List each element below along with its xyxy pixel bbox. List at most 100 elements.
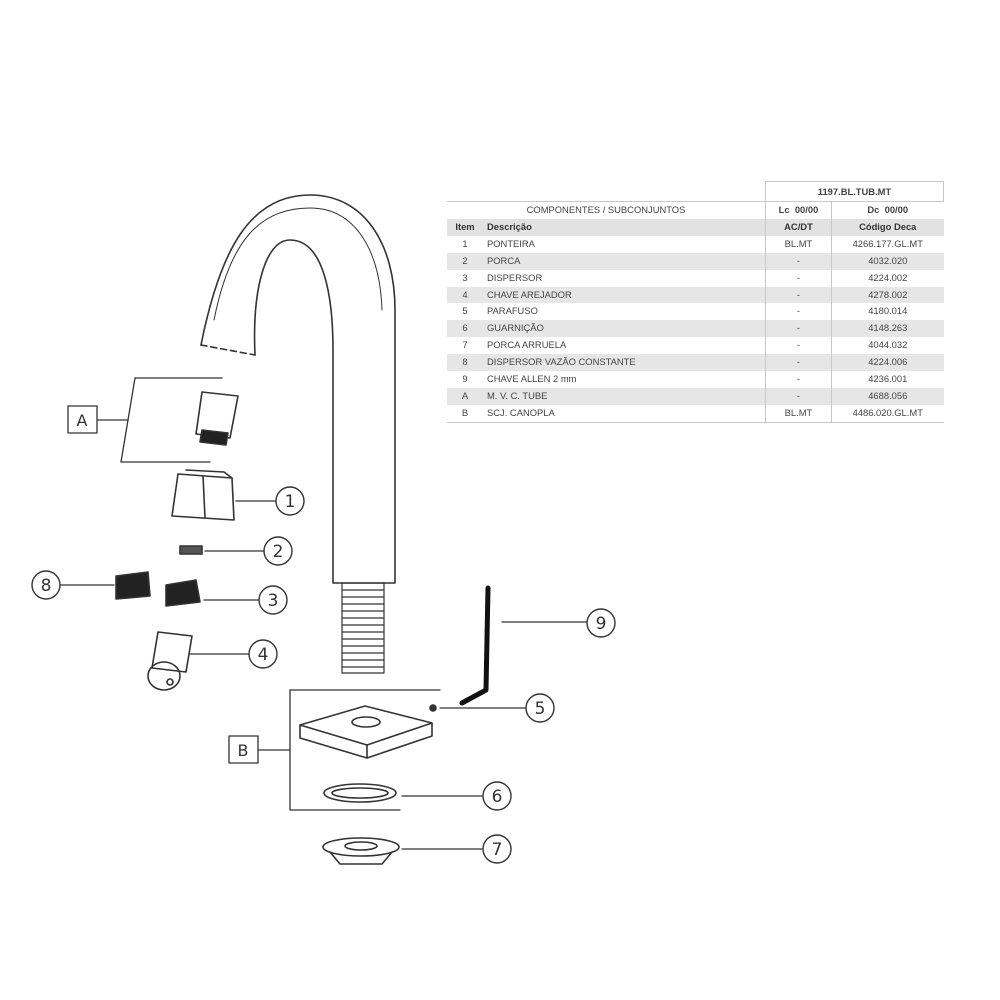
row-description: DISPERSOR VAZÃO CONSTANTE [483,354,766,372]
row-item: 3 [447,269,483,287]
row-acdt: - [764,303,832,321]
part-5-parafuso [429,704,437,712]
header-code: Código Deca [830,218,944,236]
row-item: B [447,404,483,423]
group-b-label: B [238,741,249,760]
group-b-bracket [257,689,441,811]
row-description: CHAVE ALLEN 2 mm [483,371,766,388]
part-7-porca-arruela [322,837,400,865]
row-description: PORCA ARRUELA [483,337,766,355]
faucet-spout-tube [200,194,396,584]
dc-cell: Dc 00/00 [830,200,944,219]
row-item: 5 [447,303,483,321]
row-code: 4180.014 [830,303,944,321]
header-acdt: AC/DT [764,218,832,236]
group-a-label: A [77,411,88,430]
row-code: 4148.263 [830,320,944,338]
callout-7: 7 [492,840,503,860]
subassembly-row: COMPONENTES / SUBCONJUNTOS Lc 00/00 Dc 0… [447,200,944,219]
threaded-shank [341,582,385,674]
group-a-bracket [97,377,223,463]
callout-8: 8 [41,576,52,596]
row-acdt: - [764,337,832,355]
group-a-label-box [67,405,98,434]
row-code: 4486.020.GL.MT [830,404,944,423]
row-acdt: - [764,269,832,287]
row-acdt: - [764,371,832,388]
header-description: Descrição [483,218,766,236]
row-acdt: - [764,320,832,338]
part-b-canopla [299,705,433,759]
subassembly-label: COMPONENTES / SUBCONJUNTOS [447,200,766,219]
row-item: 8 [447,354,483,372]
row-acdt: BL.MT [764,404,832,423]
callout-5: 5 [535,699,546,719]
lc-cell: Lc 00/00 [764,200,832,219]
part-9-allen-key [459,585,491,706]
parts-table: 1197.BL.TUB.MT COMPONENTES / SUBCONJUNTO… [447,181,945,423]
row-acdt: - [764,286,832,304]
row-description: CHAVE AREJADOR [483,286,766,304]
group-b-label-box [228,735,259,764]
callout-4: 4 [258,645,269,665]
row-acdt: - [764,387,832,405]
part-3-dispersor [165,579,201,607]
row-description: PARAFUSO [483,303,766,321]
callout-6: 6 [492,787,503,807]
row-item: 7 [447,337,483,355]
part-1-ponteira [171,469,235,521]
row-code: 4236.001 [830,371,944,388]
row-item: 4 [447,286,483,304]
part-8-dispersor-vazao [115,571,151,600]
leader-lines [59,500,587,850]
row-item: 2 [447,252,483,270]
row-acdt: - [764,252,832,270]
dc-value: 00/00 [884,204,909,215]
part-6-guarnicao [323,783,397,803]
row-item: 6 [447,320,483,338]
row-description: GUARNIÇÃO [483,320,766,338]
dc-label: Dc [867,204,880,215]
row-description: SCJ. CANOPLA [483,404,766,423]
lc-label: Lc [778,204,790,215]
callout-2: 2 [273,542,284,562]
header-item: Item [447,218,483,236]
row-code: 4032.020 [830,252,944,270]
row-item: A [447,387,483,405]
lc-value: 00/00 [794,204,819,215]
callout-3: 3 [268,591,279,611]
row-item: 1 [447,235,483,253]
row-acdt: - [764,354,832,372]
row-code: 4688.056 [830,387,944,405]
row-code: 4044.032 [830,337,944,355]
callout-9: 9 [596,614,607,634]
model-code: 1197.BL.TUB.MT [764,181,945,202]
row-description: DISPERSOR [483,269,766,287]
model-row: 1197.BL.TUB.MT [447,181,945,202]
row-code: 4266.177.GL.MT [830,235,944,253]
row-description: M. V. C. TUBE [483,387,766,405]
row-item: 9 [447,371,483,388]
row-description: PONTEIRA [483,235,766,253]
callout-circles [31,486,616,864]
part-a-cartridge [195,391,239,446]
callout-1: 1 [285,492,296,512]
row-acdt: BL.MT [764,235,832,253]
row-code: 4224.006 [830,354,944,372]
row-description: PORCA [483,252,766,270]
part-4-chave-arejador [147,631,193,691]
part-2-porca [179,545,203,555]
table-header: Item Descrição AC/DT Código Deca [447,218,944,236]
row-code: 4278.002 [830,286,944,304]
